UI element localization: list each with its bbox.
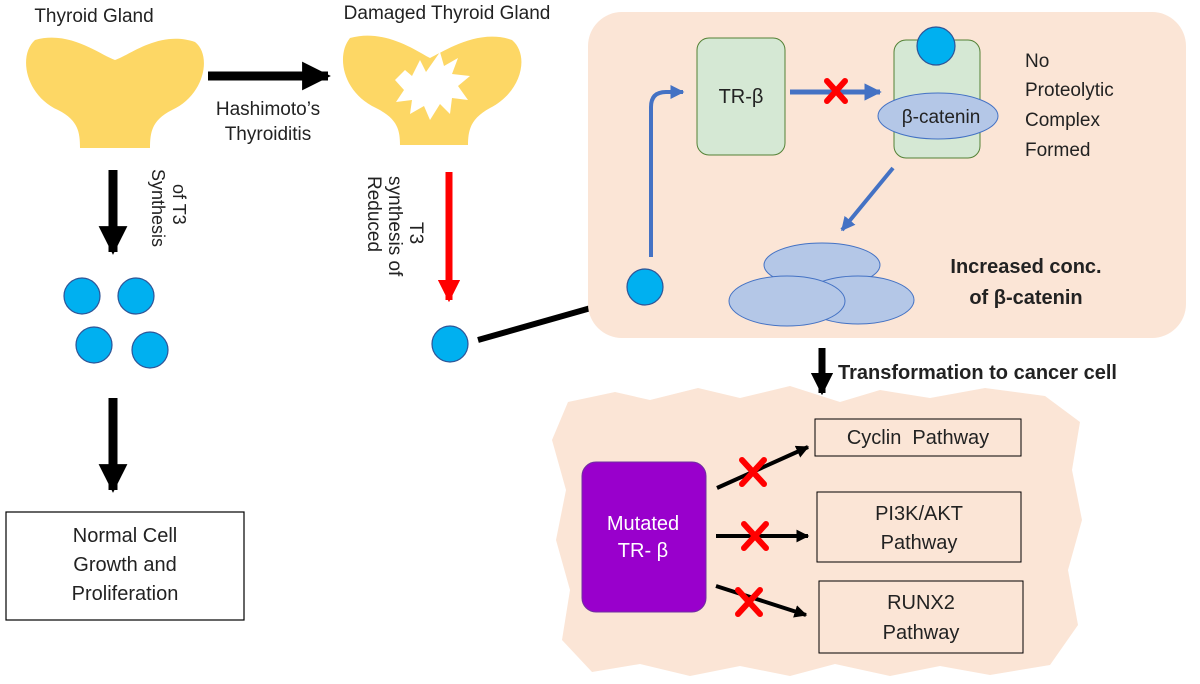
t3-molecule bbox=[63, 277, 101, 315]
block-x-icon bbox=[735, 587, 763, 617]
svg-text:of T3: of T3 bbox=[169, 184, 189, 225]
thyroid-gland-title: Thyroid Gland bbox=[34, 6, 153, 27]
catenin-cluster bbox=[728, 242, 915, 327]
beta-catenin-label: β-catenin bbox=[902, 107, 981, 128]
hashimoto-label: Thyroiditis bbox=[225, 124, 312, 145]
cyclin-pathway-box bbox=[814, 418, 1022, 457]
svg-text:T3: T3 bbox=[405, 222, 426, 244]
block-x-icon bbox=[741, 521, 769, 551]
t3-molecule bbox=[117, 277, 155, 315]
pi3k-pathway-label: PI3K/AKT bbox=[875, 503, 963, 525]
damage-lesion-icon bbox=[395, 52, 470, 120]
thyroid-gland-shape bbox=[26, 37, 204, 148]
svg-text:Reduced: Reduced bbox=[363, 176, 384, 252]
normal-growth-line: Proliferation bbox=[72, 583, 179, 605]
cyclin-pathway-label: Cyclin Pathway bbox=[847, 427, 989, 449]
runx2-pathway-label: RUNX2 bbox=[887, 592, 955, 614]
runx2-pathway-box bbox=[818, 580, 1024, 654]
svg-text:synthesis of: synthesis of bbox=[384, 176, 405, 277]
tr-beta-box bbox=[696, 37, 786, 156]
no-complex-line: No bbox=[1025, 51, 1049, 72]
normal-growth-line: Normal Cell bbox=[73, 525, 177, 547]
mutated-tr-beta-box bbox=[581, 461, 707, 613]
t3-to-tr-beta-arrow bbox=[649, 85, 685, 257]
increased-conc-line: Increased conc. bbox=[950, 256, 1101, 278]
block-x-icon bbox=[739, 457, 767, 487]
normal-growth-box bbox=[5, 511, 245, 621]
no-complex-line: Formed bbox=[1025, 140, 1090, 161]
t3-molecule-reduced bbox=[431, 325, 469, 363]
t3-molecule bbox=[75, 326, 113, 364]
no-complex-line: Complex bbox=[1025, 110, 1100, 131]
normal-growth-line: Growth and bbox=[73, 554, 176, 576]
damaged-gland-title: Damaged Thyroid Gland bbox=[344, 3, 551, 24]
no-complex-line: Proteolytic bbox=[1025, 80, 1114, 101]
mutated-tr-beta-label: Mutated bbox=[607, 513, 679, 535]
t3-molecule bbox=[131, 331, 169, 369]
mutated-tr-beta-label: TR- β bbox=[618, 540, 668, 562]
block-x-icon bbox=[824, 78, 848, 104]
tr-beta-label: TR-β bbox=[719, 86, 764, 108]
runx2-pathway-arrow bbox=[715, 584, 808, 618]
t3-molecule-panel bbox=[626, 268, 664, 306]
runx2-pathway-label: Pathway bbox=[883, 622, 960, 644]
cyclin-pathway-arrow bbox=[716, 445, 810, 490]
t3-molecule-bound bbox=[916, 26, 956, 66]
catenin-accumulation-arrow bbox=[840, 166, 895, 232]
svg-text:Synthesis: Synthesis bbox=[148, 169, 168, 247]
pi3k-pathway-label: Pathway bbox=[881, 532, 958, 554]
transformation-label: Transformation to cancer cell bbox=[838, 362, 1117, 384]
pi3k-pathway-box bbox=[816, 491, 1022, 563]
beta-catenin-ellipse bbox=[877, 92, 999, 140]
reduced-synthesis-label: Reduced synthesis of T3 bbox=[363, 176, 426, 277]
hashimoto-label: Hashimoto’s bbox=[216, 99, 320, 120]
increased-conc-line: of β-catenin bbox=[969, 287, 1082, 309]
synthesis-label: Synthesis of T3 bbox=[148, 169, 189, 247]
